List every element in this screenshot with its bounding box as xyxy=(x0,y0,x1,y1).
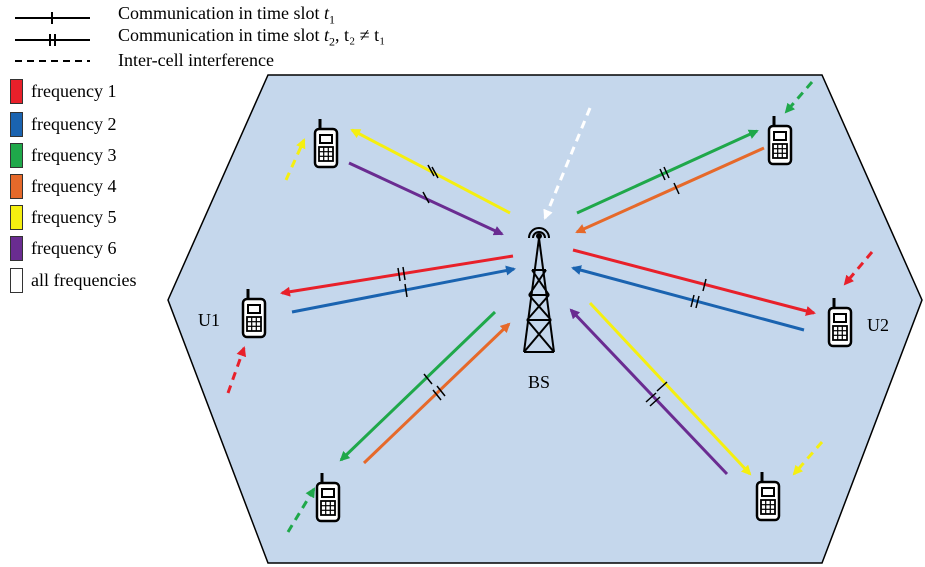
slot2-tick xyxy=(436,385,446,397)
slot1-tick xyxy=(404,283,408,298)
legend-frequency-6: frequency 6 xyxy=(10,234,116,262)
interference-frequency-1 xyxy=(843,251,874,286)
all-frequencies-swatch xyxy=(10,267,23,293)
slot2-tick xyxy=(397,267,401,282)
legend-interference-text: Inter-cell interference xyxy=(118,50,275,70)
bs-label: BS xyxy=(528,372,550,392)
frequency-1-swatch xyxy=(10,78,23,104)
interference-frequency-3 xyxy=(784,81,814,114)
frequency-5-swatch xyxy=(10,204,23,230)
u1-label: U1 xyxy=(198,310,220,330)
link-frequency-2 xyxy=(291,265,516,314)
link-frequency-3 xyxy=(339,310,497,462)
legend-frequency-1: frequency 1 xyxy=(10,77,116,105)
interference-all-frequencies xyxy=(543,107,592,220)
slot2-tick xyxy=(431,166,439,179)
slot1-tick xyxy=(423,373,433,385)
slot2-tick xyxy=(427,164,435,177)
slot2-tick xyxy=(649,396,661,407)
slot2-tick xyxy=(645,392,657,403)
link-frequency-1 xyxy=(280,254,514,297)
legend-symbol-slot1 xyxy=(15,12,90,24)
slot1-tick xyxy=(656,381,668,392)
legend-frequency-2: frequency 2 xyxy=(10,110,116,138)
legend-frequency-3: frequency 3 xyxy=(10,141,116,169)
link-frequency-6 xyxy=(569,308,729,476)
link-frequency-5 xyxy=(588,301,752,476)
link-frequency-1 xyxy=(572,248,816,316)
slot2-tick xyxy=(663,166,670,179)
legend-frequency-5: frequency 5 xyxy=(10,203,116,231)
legend-slot1-text: Communication in time slot t1 xyxy=(118,3,336,27)
frequency-4-swatch xyxy=(10,173,23,199)
frequency-2-swatch xyxy=(10,111,23,137)
interference-frequency-1 xyxy=(226,346,247,394)
slot2-tick xyxy=(659,168,666,181)
slot2-tick xyxy=(432,389,442,401)
slot1-tick xyxy=(702,278,707,292)
u2-label: U2 xyxy=(867,315,889,335)
slot2-tick xyxy=(402,266,406,281)
slot2-tick xyxy=(690,294,695,308)
base-station-tower xyxy=(523,227,555,353)
legend-all-frequencies: all frequencies xyxy=(10,266,136,294)
frequency-3-swatch xyxy=(10,142,23,168)
legend-slot2-text: Communication in time slot t2, t₂ ≠ t₁ xyxy=(118,25,386,49)
legend-symbol-slot2 xyxy=(15,34,90,46)
interference-frequency-5 xyxy=(792,441,824,476)
link-frequency-4 xyxy=(575,146,765,234)
slot1-tick xyxy=(673,182,680,195)
slot2-tick xyxy=(695,295,700,309)
link-frequency-6 xyxy=(348,161,504,236)
frequency-6-swatch xyxy=(10,235,23,261)
interference-frequency-5 xyxy=(284,138,306,181)
slot1-tick xyxy=(422,191,430,204)
link-frequency-2 xyxy=(571,265,805,332)
legend-frequency-4: frequency 4 xyxy=(10,172,116,200)
